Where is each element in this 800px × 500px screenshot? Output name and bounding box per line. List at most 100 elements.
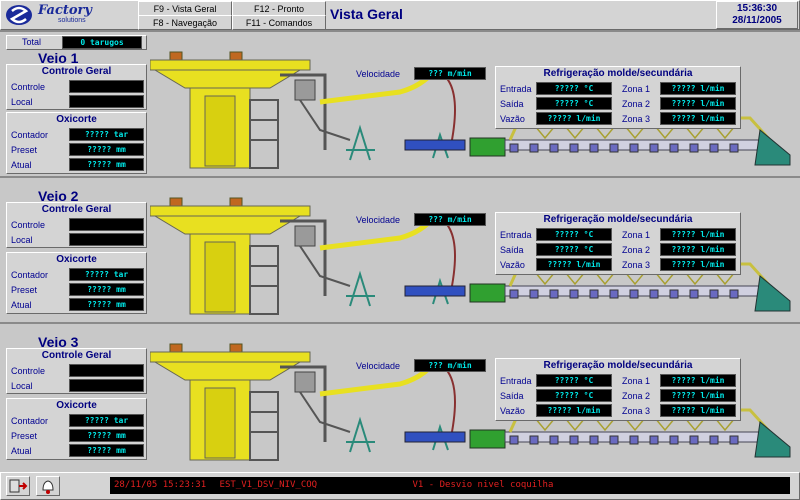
controle-geral-label: Controle Geral xyxy=(41,66,112,77)
oxicorte-label: Oxicorte xyxy=(56,254,97,265)
alarm-acknowledge-button[interactable] xyxy=(36,476,60,496)
refrigeracao-title: Refrigeração molde/secundária xyxy=(543,68,693,79)
controle-value xyxy=(69,218,144,231)
preset-label: Preset xyxy=(11,431,38,441)
controle-geral-panel: Controle Geral Controle Local xyxy=(6,348,147,394)
veio-title: Veio 1 xyxy=(38,50,79,66)
oxicorte-panel: Oxicorte Contador ????? tar Preset ?????… xyxy=(6,112,147,174)
preset-value: ????? mm xyxy=(69,283,144,296)
local-label: Local xyxy=(11,97,33,107)
zona3-value: ????? l/min xyxy=(660,404,736,417)
controle-label: Controle xyxy=(11,220,46,230)
local-value xyxy=(69,95,144,108)
veio-3-section: Veio 3 Controle Geral Controle Local Oxi… xyxy=(0,322,800,468)
contador-value: ????? tar xyxy=(69,414,144,427)
refrigeracao-title: Refrigeração molde/secundária xyxy=(543,360,693,371)
zona3-label: Zona 3 xyxy=(622,260,651,270)
vazao-value: ????? l/min xyxy=(536,112,612,125)
contador-label: Contador xyxy=(11,130,49,140)
company-logo: Factory solutions xyxy=(4,3,124,27)
saida-label: Saída xyxy=(500,245,524,255)
controle-value xyxy=(69,364,144,377)
entrada-label: Entrada xyxy=(500,230,532,240)
total-unit: tarugos xyxy=(89,38,124,47)
controle-geral-panel: Controle Geral Controle Local xyxy=(6,64,147,110)
zona1-value: ????? l/min xyxy=(660,228,736,241)
controle-label: Controle xyxy=(11,82,46,92)
nav-vista-geral-button[interactable]: F9 - Vista Geral xyxy=(138,1,232,16)
entrada-value: ????? °C xyxy=(536,374,612,387)
refrigeracao-title: Refrigeração molde/secundária xyxy=(543,214,693,225)
controle-geral-panel: Controle Geral Controle Local xyxy=(6,202,147,248)
controle-label: Controle xyxy=(11,366,46,376)
zona1-label: Zona 1 xyxy=(622,376,651,386)
oxicorte-panel: Oxicorte Contador ????? tar Preset ?????… xyxy=(6,252,147,314)
atual-value: ????? mm xyxy=(69,158,144,171)
controle-geral-label: Controle Geral xyxy=(41,350,112,361)
continuous-caster-diagram xyxy=(150,51,791,169)
zona2-value: ????? l/min xyxy=(660,243,736,256)
nav-comandos-button[interactable]: F11 - Comandos xyxy=(232,15,326,30)
controle-value xyxy=(69,80,144,93)
section-divider xyxy=(0,30,800,32)
atual-value: ????? mm xyxy=(69,444,144,457)
refrigeracao-panel: Refrigeração molde/secundária Entrada ??… xyxy=(495,212,741,275)
velocidade-value: ??? m/min xyxy=(414,67,486,80)
local-label: Local xyxy=(11,381,33,391)
zona2-label: Zona 2 xyxy=(622,99,651,109)
zona1-label: Zona 1 xyxy=(622,230,651,240)
velocidade-value: ??? m/min xyxy=(414,359,486,372)
oxicorte-panel: Oxicorte Contador ????? tar Preset ?????… xyxy=(6,398,147,460)
zona2-value: ????? l/min xyxy=(660,97,736,110)
controle-geral-label: Controle Geral xyxy=(41,204,112,215)
local-value xyxy=(69,379,144,392)
zona3-label: Zona 3 xyxy=(622,114,651,124)
preset-value: ????? mm xyxy=(69,143,144,156)
logo-icon xyxy=(6,5,32,25)
alarm-bell-icon xyxy=(42,480,54,494)
local-value xyxy=(69,233,144,246)
velocidade-label: Velocidade xyxy=(356,69,401,79)
veio-2-section: Veio 2 Controle Geral Controle Local Oxi… xyxy=(0,176,800,322)
total-value: 0 tarugos xyxy=(62,36,142,49)
atual-label: Atual xyxy=(11,160,32,170)
contador-value: ????? tar xyxy=(69,128,144,141)
zona3-value: ????? l/min xyxy=(660,112,736,125)
entrada-label: Entrada xyxy=(500,84,532,94)
vazao-label: Vazão xyxy=(500,114,525,124)
local-label: Local xyxy=(11,235,33,245)
exit-door-icon xyxy=(9,479,28,493)
refrigeracao-panel: Refrigeração molde/secundária Entrada ??… xyxy=(495,358,741,421)
zona3-label: Zona 3 xyxy=(622,406,651,416)
zona1-value: ????? l/min xyxy=(660,82,736,95)
header-bar xyxy=(0,0,800,30)
saida-label: Saída xyxy=(500,391,524,401)
total-count: 0 xyxy=(80,38,86,47)
preset-label: Preset xyxy=(11,285,38,295)
alarm-message: V1 - Desvio nivel coquilha xyxy=(412,480,554,490)
alarm-bar[interactable]: 28/11/05 15:23:31 EST_V1_DSV_NIV_COQ V1 … xyxy=(110,477,790,494)
section-divider xyxy=(0,322,800,324)
contador-value: ????? tar xyxy=(69,268,144,281)
zona3-value: ????? l/min xyxy=(660,258,736,271)
veio-1-section: Veio 1 Controle Geral Controle Local Oxi… xyxy=(0,30,800,176)
velocidade-label: Velocidade xyxy=(356,361,401,371)
preset-label: Preset xyxy=(11,145,38,155)
alarm-tag: EST_V1_DSV_NIV_COQ xyxy=(219,480,318,490)
vazao-label: Vazão xyxy=(500,406,525,416)
velocidade-value: ??? m/min xyxy=(414,213,486,226)
logo-text: Factory xyxy=(38,3,92,18)
exit-button[interactable] xyxy=(6,476,30,496)
vazao-value: ????? l/min xyxy=(536,258,612,271)
entrada-value: ????? °C xyxy=(536,82,612,95)
nav-navegacao-button[interactable]: F8 - Navegação xyxy=(138,15,232,30)
zona2-label: Zona 2 xyxy=(622,391,651,401)
logo-subtext: solutions xyxy=(58,17,86,24)
velocidade-label: Velocidade xyxy=(356,215,401,225)
zona2-value: ????? l/min xyxy=(660,389,736,402)
nav-pronto-button[interactable]: F12 - Pronto xyxy=(232,1,326,16)
contador-label: Contador xyxy=(11,416,49,426)
clock-time: 15:36:30 xyxy=(736,3,778,14)
page-title: Vista Geral xyxy=(330,6,403,22)
saida-value: ????? °C xyxy=(536,243,612,256)
